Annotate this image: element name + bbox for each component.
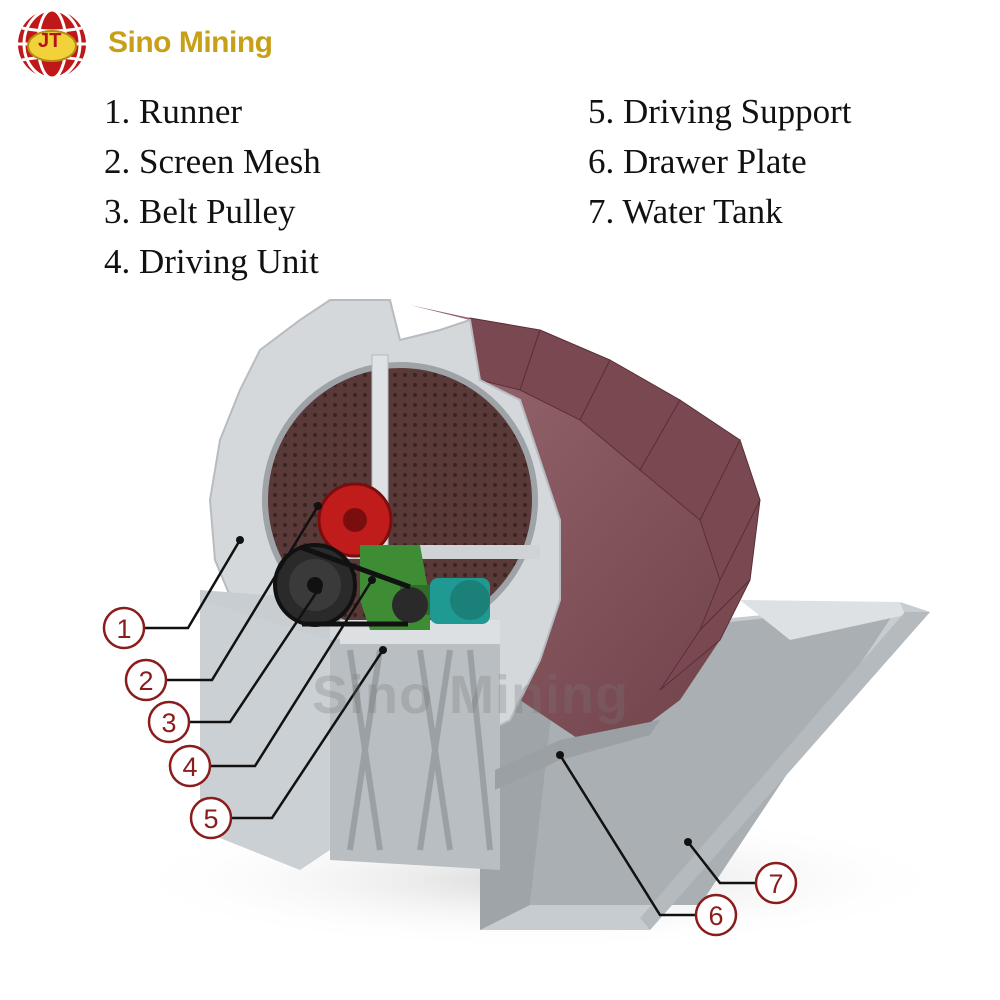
brand-logo: JT Sino Mining xyxy=(8,6,298,82)
legend-item-driving-unit: 4. Driving Unit xyxy=(104,242,319,281)
callout-1-label: 1 xyxy=(116,614,131,644)
callout-7 xyxy=(754,861,798,905)
watermark: Sino Mining xyxy=(312,665,629,725)
globe-logo-icon xyxy=(18,8,86,80)
logo-mark-text: JT xyxy=(38,30,62,52)
callout-7-label: 7 xyxy=(768,869,783,899)
callout-2-label: 2 xyxy=(138,666,153,696)
legend-item-runner: 1. Runner xyxy=(104,92,243,131)
legend-item-drawer-plate: 6. Drawer Plate xyxy=(588,142,807,181)
legend-item-water-tank: 7. Water Tank xyxy=(588,192,783,231)
leader-dots xyxy=(236,502,692,846)
callout-4 xyxy=(168,744,212,788)
logo-mark: JT xyxy=(30,28,76,58)
drawer-plate xyxy=(495,720,660,790)
brand-name: Sino Mining xyxy=(108,26,273,59)
legend-item-belt-pulley: 3. Belt Pulley xyxy=(104,192,296,231)
driving-support xyxy=(200,590,500,870)
leader-lines xyxy=(145,505,755,917)
callout-4-label: 4 xyxy=(182,752,197,782)
driving-unit xyxy=(273,482,490,630)
callout-3-label: 3 xyxy=(161,708,176,738)
callout-1 xyxy=(102,606,146,650)
callout-3 xyxy=(147,700,191,744)
legend-item-driving-support: 5. Driving Support xyxy=(588,92,852,131)
callout-2 xyxy=(124,658,168,702)
callout-5 xyxy=(189,796,233,840)
callout-5-label: 5 xyxy=(203,804,218,834)
callout-6-label: 6 xyxy=(708,901,723,931)
legend-item-screen-mesh: 2. Screen Mesh xyxy=(104,142,321,181)
callout-6 xyxy=(694,893,738,937)
